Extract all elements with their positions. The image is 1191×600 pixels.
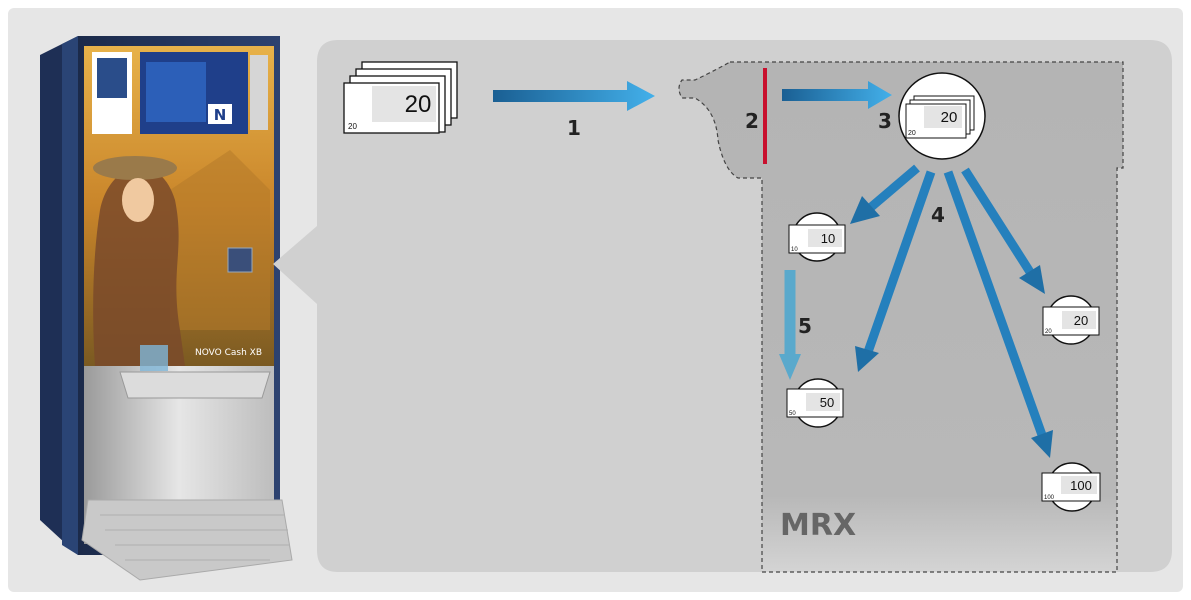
recycler-10: 10 10 (788, 212, 846, 262)
main-screen-inner (146, 62, 206, 122)
footrest (81, 499, 293, 581)
arrow-to-100 (943, 170, 1053, 458)
arrow-1 (493, 81, 655, 111)
recycler-20-corner: 20 (1045, 329, 1052, 335)
brand-text: NOVO Cash XB (195, 348, 262, 358)
arrow-5 (779, 270, 801, 380)
main-recycler-corner: 20 (908, 130, 916, 137)
screen-side-buttons (250, 55, 268, 130)
step-label-5: 5 (798, 314, 812, 338)
main-recycler: 20 20 (898, 72, 986, 160)
main-recycler-value: 20 (941, 109, 958, 126)
recycler-100-corner: 100 (1044, 495, 1055, 501)
cabinet-side-edge (62, 36, 78, 555)
recycler-20-value: 20 (1074, 313, 1088, 328)
arrow-to-recycler (782, 81, 892, 109)
input-note-stack: 20 20 (343, 61, 458, 134)
step-label-2: 2 (745, 109, 759, 133)
recycler-10-value: 10 (821, 231, 835, 246)
recycler-50-value: 50 (820, 395, 834, 410)
character-hat (93, 156, 177, 180)
input-note-corner: 20 (348, 122, 357, 131)
distribution-arrows (850, 164, 1053, 458)
arrow-to-20 (961, 167, 1045, 294)
footrest-grid (100, 514, 290, 561)
arrow-to-10 (850, 164, 920, 224)
character-face (122, 178, 154, 222)
character-art (93, 167, 185, 366)
card-slot (227, 247, 253, 273)
cash-tray (119, 371, 271, 399)
recycler-100: 100 100 (1041, 462, 1101, 512)
temple-art (170, 150, 270, 330)
mrx-label: MRX (780, 508, 856, 543)
logo-badge (208, 104, 232, 124)
recycler-100-value: 100 (1070, 478, 1092, 493)
step-label-4: 4 (931, 203, 945, 227)
input-note-value: 20 (405, 91, 432, 118)
recycler-50: 50 50 (786, 378, 844, 428)
arrow-to-50 (855, 170, 936, 372)
tray-notes (140, 345, 168, 371)
machine-illustration: N NOVO Cash XB (40, 36, 293, 581)
step-label-3: 3 (878, 109, 892, 133)
recycler-10-corner: 10 (791, 247, 798, 253)
step-label-1: 1 (567, 116, 581, 140)
logo-letter: N (214, 106, 227, 124)
recycler-20: 20 20 (1042, 295, 1100, 345)
mrx-module (678, 61, 1124, 573)
left-screen-display (97, 58, 127, 98)
recycler-50-corner: 50 (789, 411, 796, 417)
